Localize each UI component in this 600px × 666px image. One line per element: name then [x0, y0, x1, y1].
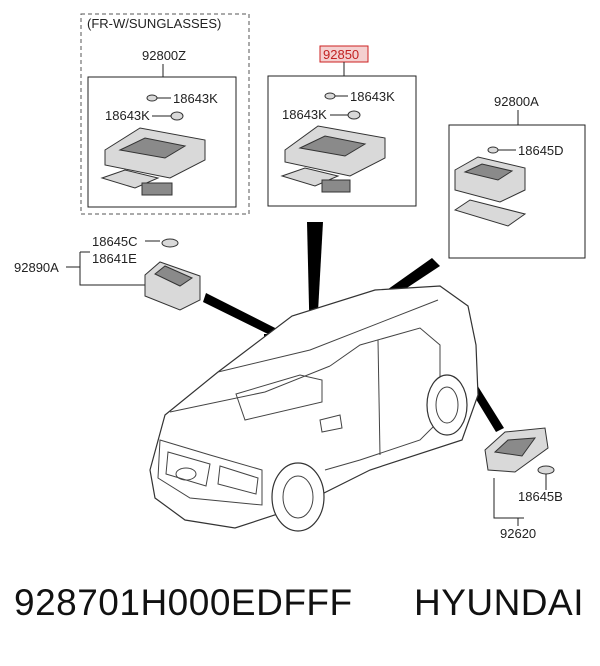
- bulb-icon: [161, 238, 179, 248]
- bulb-k-label-3: 18643K: [350, 89, 395, 104]
- footer: 928701H000EDFFF HYUNDAI: [0, 582, 600, 652]
- sunglass-lamp-box: [87, 76, 237, 208]
- bulb-icon: [170, 111, 184, 121]
- rear-lamp-housing: [484, 427, 549, 473]
- bulb-k-label-4: 18643K: [282, 107, 327, 122]
- bulb-icon: [487, 146, 499, 154]
- left-lamp-housing: [144, 261, 201, 311]
- bulb-c-label: 18645C: [92, 234, 138, 249]
- right-lamp-box: [448, 124, 586, 259]
- bulb-k-label-2: 18643K: [105, 108, 150, 123]
- asm-center-label: 92850: [323, 47, 359, 62]
- bulb-k-label-1: 18643K: [173, 91, 218, 106]
- front-wheel: [271, 462, 325, 532]
- right-lamp-housing: [453, 156, 527, 227]
- bulb-icon: [324, 92, 336, 100]
- bulb-icon: [347, 110, 361, 120]
- asm-right-label: 92800A: [494, 94, 539, 109]
- rear-wheel: [426, 374, 468, 436]
- asm-sunglass-label: 92800Z: [142, 48, 186, 63]
- sunglass-option-frame: [80, 13, 250, 215]
- bulb-icon: [537, 465, 555, 475]
- bulb-b-label: 18645B: [518, 489, 563, 504]
- car-illustration: [149, 285, 479, 532]
- parts-diagram: (FR-W/SUNGLASSES) 92800Z 18643K 18643K 9…: [14, 13, 586, 541]
- lamp-rear-label: 92620: [500, 526, 536, 541]
- bulb-d-label: 18645D: [518, 143, 564, 158]
- center-lamp-housing: [280, 125, 386, 193]
- center-lamp-box: [267, 75, 417, 207]
- bulb-e-label: 18641E: [92, 251, 137, 266]
- lamp-left-label: 92890A: [14, 260, 59, 275]
- option-note-label: (FR-W/SUNGLASSES): [87, 16, 221, 31]
- brand-name: HYUNDAI: [413, 582, 584, 623]
- part-number: 928701H000EDFFF: [14, 582, 353, 623]
- sunglass-lamp-housing: [100, 127, 206, 196]
- pointer-arrow: [203, 293, 285, 340]
- bulb-icon: [146, 94, 158, 102]
